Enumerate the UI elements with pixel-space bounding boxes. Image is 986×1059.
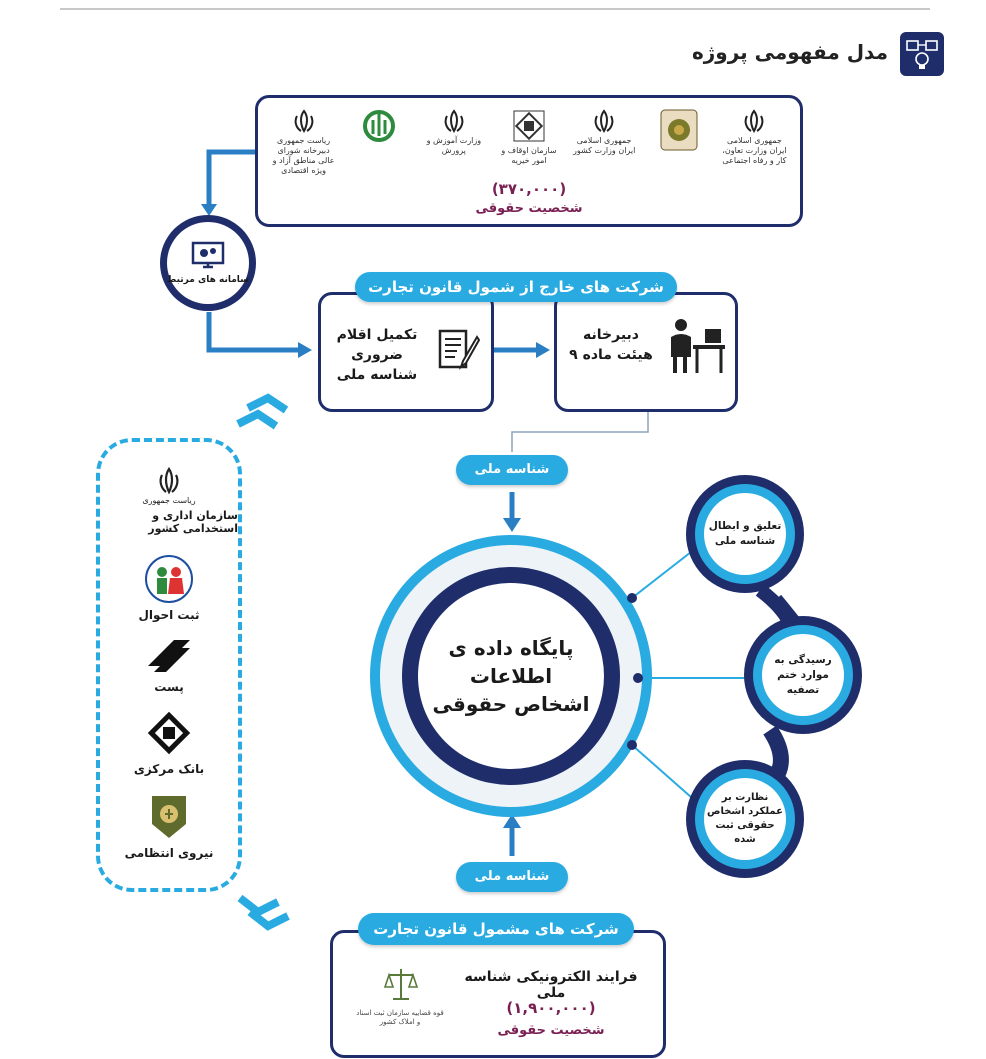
satellite-liquidation: رسیدگی به موارد ختم تصفیه [744,616,862,734]
org-central-bank: بانک مرکزی [100,708,238,776]
gov-entity-label: شخصیت حقوقی [475,201,583,216]
emblem-defense [644,108,714,176]
emblem-education: وزارت آموزش و پرورش [419,108,489,176]
emblem-caption: سازمان اوقاف و امور خیریه [501,146,557,165]
complete-items-box: تکمیل اقلام ضروری شناسه ملی [318,292,494,412]
satellite-core: رسیدگی به موارد ختم تصفیه [762,634,844,716]
org-label: بانک مرکزی [133,762,205,776]
judiciary-caption: قوه قضاییه سازمان ثبت اسناد و املاک کشور [356,1009,444,1026]
included-companies-pill: شرکت های مشمول قانون تجارت [358,913,634,945]
iran-emblem-icon [594,109,614,134]
national-id-pill-top: شناسه ملی [456,455,568,485]
org-post: پست [100,636,238,694]
emblem-caption: جمهوری اسلامی ایران وزارت تعاون، کار و ر… [722,136,787,165]
emblem-awqaf: سازمان اوقاف و امور خیریه [494,108,564,176]
connector-dot [627,593,637,603]
post-logo [148,640,190,672]
office-worker-icon [663,315,727,379]
satellite-suspend-text: تعلیق و ابطال شناسه ملی [708,520,782,547]
partner-orgs-panel: ریاست جمهوری سازمان اداری و استخدامی کشو… [96,438,242,892]
iran-emblem-icon [444,109,464,134]
database-ring-gap: پایگاه داده ی اطلاعات اشخاص حقوقی [380,545,642,807]
org-civil-registration: ثبت احوال [100,554,238,622]
satellite-supervision: نظارت بر عملکرد اشخاص حقوقی ثبت شده [686,760,804,878]
document-edit-icon [437,327,481,377]
military-seal-icon [660,109,698,151]
org-caption: ریاست جمهوری [142,496,196,505]
idea-diagram-icon [900,32,944,76]
police-emblem-icon [152,796,186,838]
related-systems-node: سامانه های مرتبط [160,215,256,311]
article9-secretariat-box: دبیرخانه هیئت ماده ۹ [554,292,738,412]
database-core: پایگاه داده ی اطلاعات اشخاص حقوقی [418,583,604,769]
iran-emblem-icon [745,109,764,134]
satellite-liquidation-text: رسیدگی به موارد ختم تصفیه [774,653,832,696]
civil-registration-logo [145,555,193,603]
related-systems-inner: سامانه های مرتبط [167,222,249,304]
database-title-line2: اطلاعات [469,664,553,688]
included-companies-box: قوه قضاییه سازمان ثبت اسناد و املاک کشور… [330,930,666,1058]
awqaf-seal-icon [513,110,545,142]
org-label: پست [154,680,184,694]
article9-secretariat-text: دبیرخانه هیئت ماده ۹ [569,327,653,363]
emblem-ministry-labor: جمهوری اسلامی ایران وزارت تعاون، کار و ر… [719,108,789,176]
excluded-companies-pill: شرکت های خارج از شمول قانون تجارت [355,272,677,302]
satellite-core: نظارت بر عملکرد اشخاص حقوقی ثبت شده [704,778,786,860]
satellite-suspend: تعلیق و ابطال شناسه ملی [686,475,804,593]
monitor-gears-icon [191,241,225,269]
page-title: مدل مفهومی پروژه [691,40,888,64]
central-bank-logo [147,711,191,755]
org-police: نیروی انتظامی [100,792,238,860]
emblem-caption: وزارت آموزش و پرورش [426,136,482,155]
emblem-free-zones: ریاست جمهوری دبیرخانه شورای عالی مناطق آ… [269,108,339,176]
gov-entity-count: (۳۷۰,۰۰۰) [491,180,567,198]
top-divider [60,8,930,10]
org-label: ثبت احوال [138,608,200,622]
database-ring-outer: پایگاه داده ی اطلاعات اشخاص حقوقی [370,535,652,817]
emblem-row: جمهوری اسلامی ایران وزارت تعاون، کار و ر… [266,108,792,176]
related-systems-label: سامانه های مرتبط [166,275,249,285]
connector-dot [627,740,637,750]
database-title-line3: اشخاص حقوقی [432,692,590,716]
emblem-caption: ریاست جمهوری دبیرخانه شورای عالی مناطق آ… [272,136,335,175]
iran-emblem-icon [159,467,179,495]
government-entities-box: جمهوری اسلامی ایران وزارت تعاون، کار و ر… [255,95,803,227]
org-label: سازمان اداری و استخدامی کشور [148,509,238,535]
included-count: (۱,۹۰۰,۰۰۰) [506,999,596,1017]
satellite-supervision-text: نظارت بر عملکرد اشخاص حقوقی ثبت شده [707,792,783,845]
emblem-interior: جمهوری اسلامی ایران وزارت کشور [569,108,639,176]
emblem-caption: جمهوری اسلامی ایران وزارت کشور [572,136,636,155]
complete-items-text: تکمیل اقلام ضروری شناسه ملی [336,327,418,383]
national-id-pill-bottom: شناسه ملی [456,862,568,892]
included-label: شخصیت حقوقی [497,1023,605,1038]
emblem-green-org [344,108,414,176]
electronic-process-text: فرایند الکترونیکی شناسه ملی [464,969,638,1001]
org-admin-employment: ریاست جمهوری سازمان اداری و استخدامی کشو… [100,466,238,535]
judiciary-scales-icon [383,965,419,1009]
satellite-core: تعلیق و ابطال شناسه ملی [704,493,786,575]
green-seal-icon [362,110,395,142]
org-label: نیروی انتظامی [124,846,214,860]
connector-dot [633,673,643,683]
iran-emblem-icon [294,109,313,134]
database-title-line1: پایگاه داده ی [448,636,574,660]
database-ring-navy: پایگاه داده ی اطلاعات اشخاص حقوقی [402,567,620,785]
